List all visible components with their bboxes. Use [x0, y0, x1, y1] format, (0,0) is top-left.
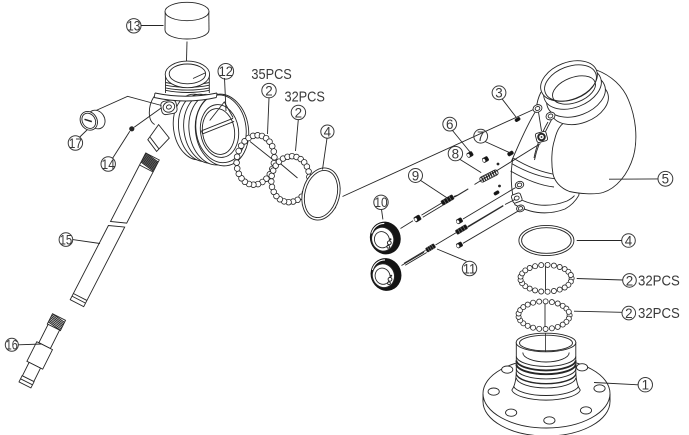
svg-text:17: 17 — [69, 136, 82, 151]
svg-text:2: 2 — [625, 306, 632, 321]
svg-text:10: 10 — [374, 195, 387, 210]
svg-text:2: 2 — [265, 84, 272, 99]
svg-text:7: 7 — [477, 129, 484, 144]
svg-text:35PCS: 35PCS — [251, 66, 291, 83]
svg-text:8: 8 — [452, 147, 459, 162]
svg-text:3: 3 — [495, 86, 502, 101]
svg-text:32PCS: 32PCS — [638, 274, 680, 290]
svg-text:14: 14 — [102, 157, 116, 172]
svg-text:15: 15 — [60, 233, 73, 248]
svg-text:2: 2 — [626, 273, 633, 288]
svg-text:16: 16 — [6, 338, 18, 353]
svg-text:12: 12 — [219, 64, 233, 79]
svg-text:32PCS: 32PCS — [638, 306, 680, 322]
svg-text:1: 1 — [642, 378, 649, 393]
svg-text:11: 11 — [463, 261, 476, 276]
svg-text:32PCS: 32PCS — [285, 89, 325, 106]
svg-text:4: 4 — [625, 233, 633, 248]
svg-text:2: 2 — [295, 105, 302, 120]
svg-text:5: 5 — [662, 172, 669, 187]
svg-text:6: 6 — [446, 117, 453, 132]
svg-text:13: 13 — [127, 19, 140, 34]
svg-text:9: 9 — [412, 168, 419, 183]
svg-text:4: 4 — [324, 125, 332, 140]
